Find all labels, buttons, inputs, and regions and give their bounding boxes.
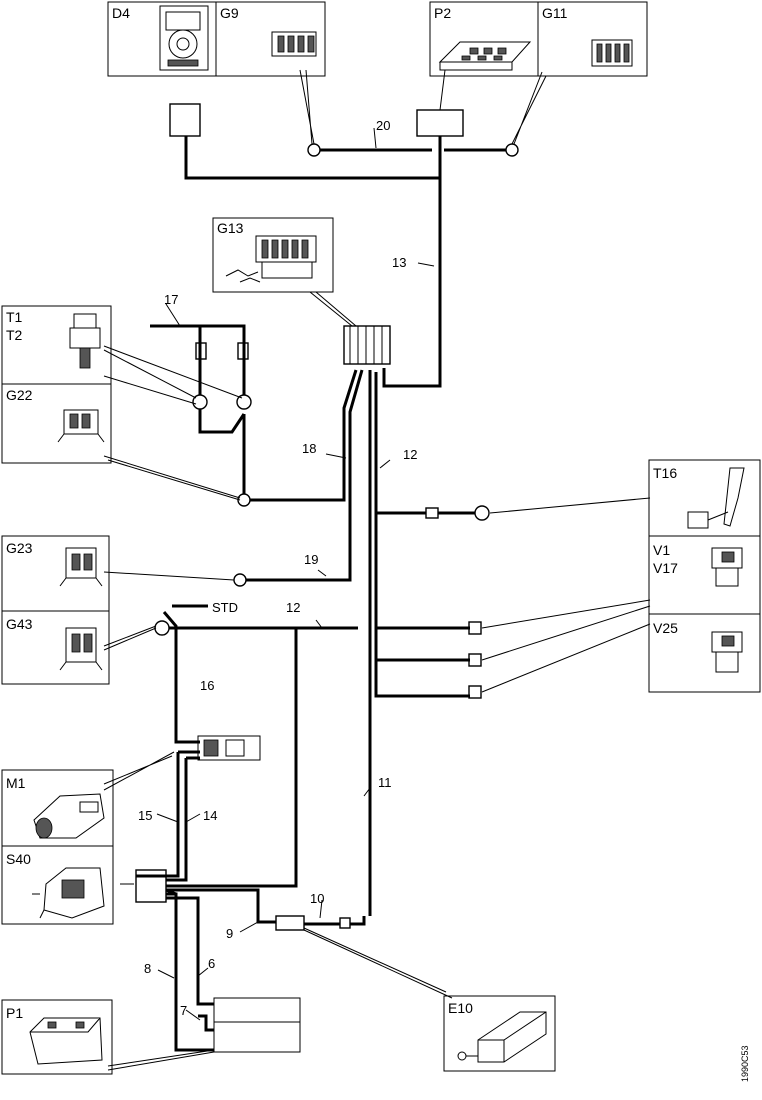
g23-connector-icon — [59, 547, 103, 587]
label-d4: D4 — [112, 5, 130, 21]
label-g23: G23 — [6, 540, 33, 556]
g11-connector-icon — [591, 39, 633, 67]
figure-id: 1990C53 — [740, 1045, 750, 1082]
wire-number-12a: 12 — [403, 447, 417, 462]
label-m1: M1 — [6, 775, 26, 791]
wire-number-11: 11 — [378, 775, 392, 790]
wire-number-7: 7 — [180, 1003, 187, 1018]
g9-connector-icon — [271, 31, 317, 57]
leader-lines — [103, 69, 651, 1071]
m1-starter-motor-icon — [33, 793, 105, 839]
label-p1: P1 — [6, 1005, 23, 1021]
label-g13: G13 — [217, 220, 244, 236]
component-labels: D4 G9 P2 G11 G13 T1 T2 G22 G23 G43 M1 S4… — [6, 5, 678, 1021]
wire-number-13: 13 — [392, 255, 406, 270]
wire-label-std: STD — [212, 600, 238, 615]
wire-number-15: 15 — [138, 808, 152, 823]
label-e10: E10 — [448, 1000, 473, 1016]
label-v17: V17 — [653, 560, 678, 576]
e10-unit-icon — [457, 1011, 547, 1063]
s40-switch-icon — [32, 867, 105, 919]
g22-connector-icon — [57, 409, 105, 443]
wire-number-16: 16 — [200, 678, 214, 693]
wire-number-10: 10 — [310, 891, 324, 906]
wire-number-8: 8 — [144, 961, 151, 976]
wire-number-17: 17 — [164, 292, 178, 307]
relay-block-icon — [197, 735, 261, 761]
wire-number-9: 9 — [226, 926, 233, 941]
signal-circles — [154, 143, 519, 636]
wire-number-12b: 12 — [286, 600, 300, 615]
d4-control-unit-icon — [159, 5, 209, 71]
t16-sensor-icon — [687, 467, 745, 529]
component-pictures — [29, 5, 745, 1065]
wire-number-18: 18 — [302, 441, 316, 456]
v25-valve-icon — [711, 631, 743, 673]
label-g22: G22 — [6, 387, 33, 403]
wire-number-19: 19 — [304, 552, 318, 567]
label-g43: G43 — [6, 616, 33, 632]
v1-v17-valve-icon — [711, 547, 743, 587]
component-boxes — [1, 1, 761, 1075]
wires — [136, 136, 506, 1052]
label-g9: G9 — [220, 5, 239, 21]
label-v1: V1 — [653, 542, 670, 558]
wire-number-20: 20 — [376, 118, 390, 133]
wire-numbers: 20 13 17 18 12 19 STD 12 16 11 15 14 10 … — [138, 118, 417, 1018]
label-p2: P2 — [434, 5, 451, 21]
label-g11: G11 — [542, 5, 568, 21]
p2-fuse-box-icon — [438, 41, 532, 71]
t1-t2-sensor-icon — [69, 313, 101, 369]
label-t16: T16 — [653, 465, 677, 481]
label-t1: T1 — [6, 309, 23, 325]
wire-number-6: 6 — [208, 956, 215, 971]
p1-battery-icon — [29, 1017, 103, 1065]
g13-connector-icon — [225, 235, 317, 283]
wire-number-14: 14 — [203, 808, 217, 823]
label-t2: T2 — [6, 327, 23, 343]
label-v25: V25 — [653, 620, 678, 636]
g43-connector-icon — [59, 627, 103, 671]
label-s40: S40 — [6, 851, 31, 867]
